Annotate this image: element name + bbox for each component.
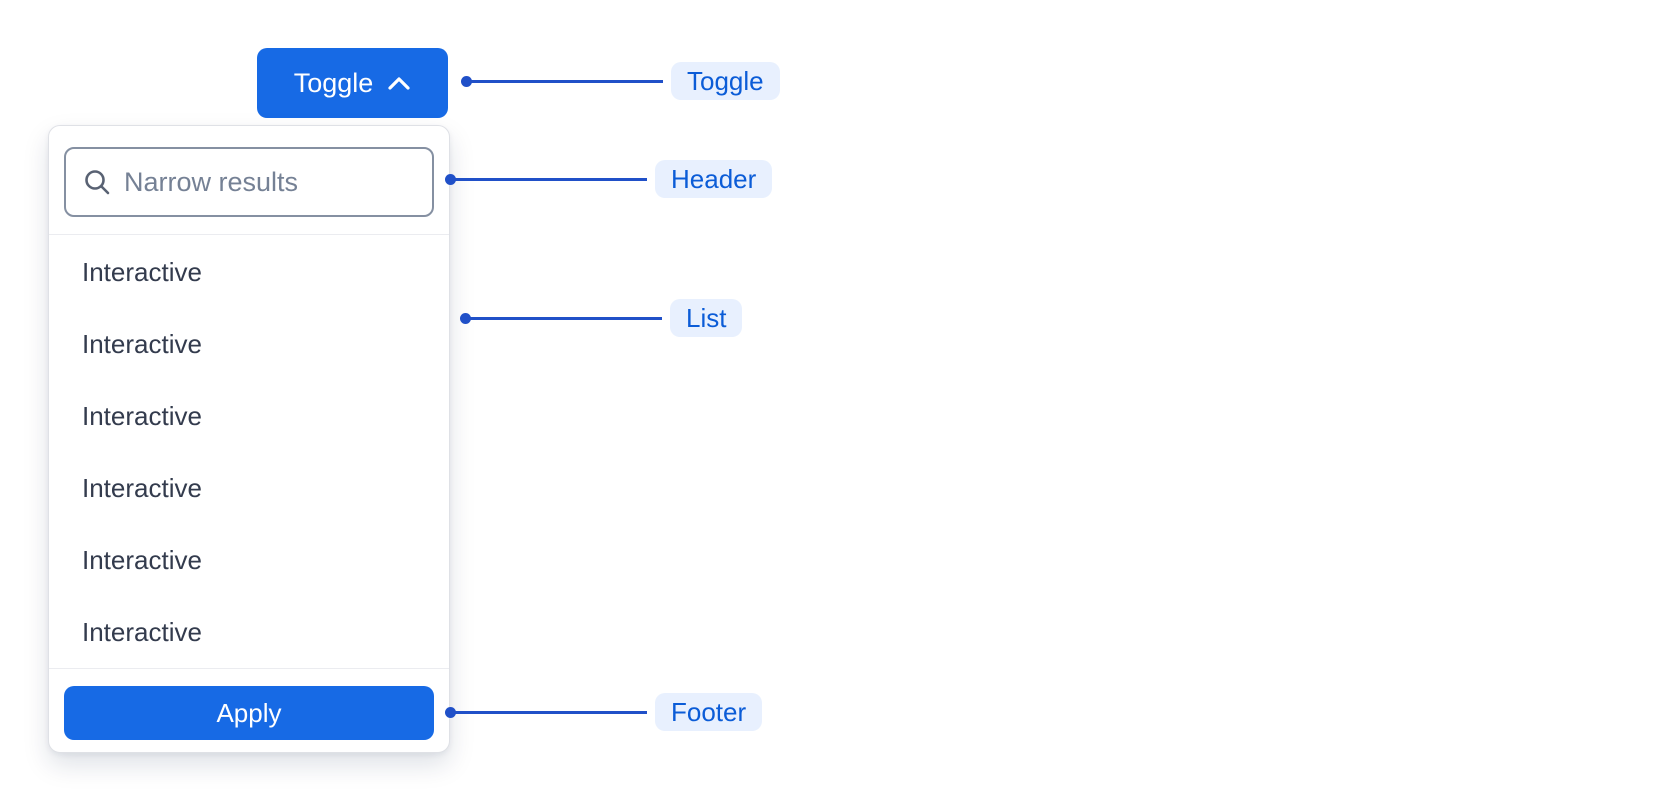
toggle-button-label: Toggle — [293, 67, 374, 98]
apply-button[interactable]: Apply — [64, 686, 434, 740]
annotation-line — [470, 316, 662, 320]
annotation-badge-header: Header — [655, 160, 773, 198]
annotation-line — [471, 79, 663, 83]
dropdown-list: Interactive Interactive Interactive Inte… — [49, 235, 449, 668]
list-item[interactable]: Interactive — [82, 616, 202, 647]
annotation-header: Header — [445, 160, 773, 198]
annotation-toggle: Toggle — [461, 62, 780, 100]
annotation-badge-toggle: Toggle — [671, 62, 780, 100]
search-field[interactable] — [64, 147, 434, 217]
toggle-button[interactable]: Toggle — [257, 48, 448, 118]
list-item[interactable]: Interactive — [82, 256, 202, 287]
dropdown-panel: Interactive Interactive Interactive Inte… — [48, 125, 450, 753]
annotation-dot — [460, 312, 471, 324]
search-input[interactable] — [124, 166, 418, 198]
dropdown-header — [49, 126, 449, 235]
chevron-up-icon — [387, 75, 411, 91]
list-item[interactable]: Interactive — [82, 472, 202, 503]
dropdown-footer: Apply — [49, 668, 449, 755]
magnifier-search-icon — [82, 167, 112, 197]
list-item[interactable]: Interactive — [82, 328, 202, 359]
annotation-footer: Footer — [445, 693, 763, 731]
list-item[interactable]: Interactive — [82, 400, 202, 431]
annotation-line — [455, 710, 647, 714]
list-item[interactable]: Interactive — [82, 544, 202, 575]
annotation-badge-list: List — [670, 299, 743, 337]
annotation-line — [455, 177, 647, 181]
annotation-dot — [445, 706, 456, 718]
annotation-dot — [461, 75, 472, 87]
annotation-list: List — [460, 299, 743, 337]
annotation-dot — [445, 173, 456, 185]
annotation-badge-footer: Footer — [655, 693, 763, 731]
